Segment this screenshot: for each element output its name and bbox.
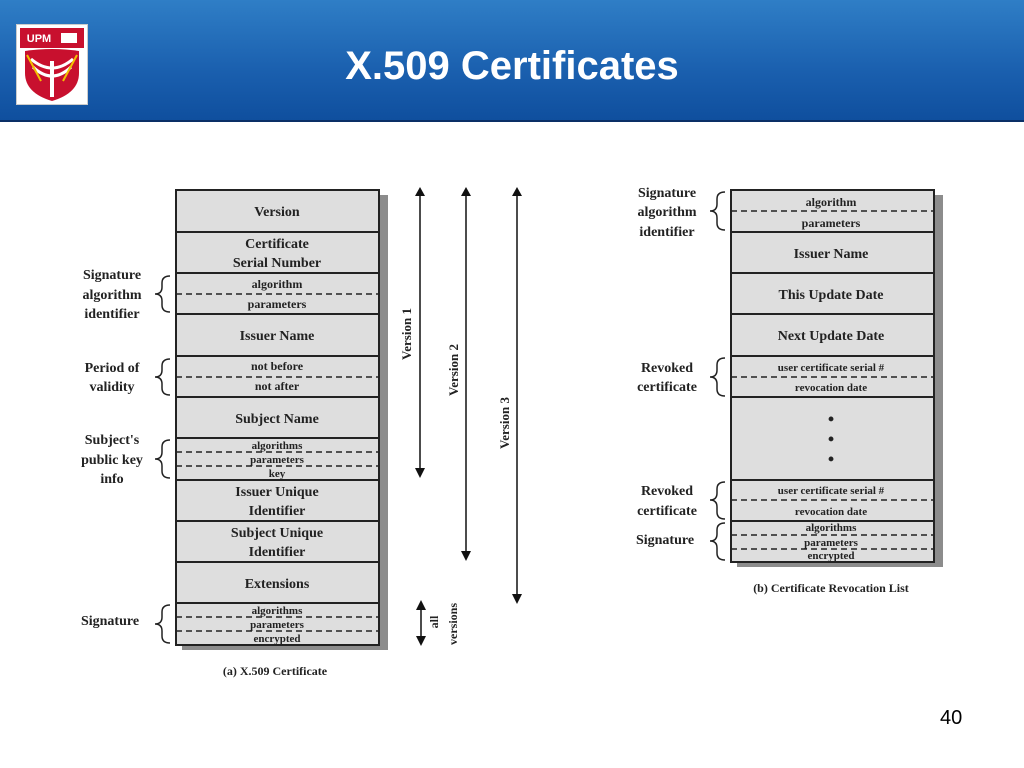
row-subject-uid-line2: Identifier: [249, 545, 306, 560]
row-not-after: not after: [255, 379, 300, 393]
row-not-before: not before: [251, 359, 304, 373]
label-signature: Signature: [81, 614, 139, 629]
crl-row-algorithm: algorithm: [806, 195, 857, 209]
logo-text: UPM: [27, 33, 51, 45]
row-serial-number-line1: Certificate: [245, 237, 309, 252]
crl-row-parameters: parameters: [802, 216, 861, 230]
crl-row-this-update: This Update Date: [778, 288, 883, 303]
label-all: all: [427, 615, 441, 628]
row-pk-key: key: [269, 468, 286, 480]
slide-header: UPM X.509 Certificates: [0, 0, 1024, 122]
row-extensions: Extensions: [245, 577, 310, 592]
row-sig-encrypted: encrypted: [253, 633, 300, 645]
crl-row-next-update: Next Update Date: [778, 329, 885, 344]
crl-row-sig-encrypted: encrypted: [807, 550, 854, 562]
row-sig-algorithms: algorithms: [252, 605, 303, 617]
caption-crl: (b) Certificate Revocation List: [753, 581, 909, 595]
crl-row-dot-2: •: [828, 429, 834, 449]
crl-label-sig-alg-line3: identifier: [639, 225, 694, 240]
label-period-line2: validity: [89, 380, 134, 395]
label-pubkey-line3: info: [100, 472, 123, 487]
crl-row-revocation-date-1: revocation date: [795, 382, 867, 394]
crl-label-revoked-2-line2: certificate: [637, 504, 697, 519]
row-subject-name: Subject Name: [235, 412, 319, 427]
crl-label-revoked-1-line2: certificate: [637, 380, 697, 395]
crl-label-signature: Signature: [636, 533, 694, 548]
row-pk-algorithms: algorithms: [252, 440, 303, 452]
page-number: 40: [940, 707, 963, 729]
label-version-2: Version 2: [446, 344, 461, 396]
row-algorithm: algorithm: [252, 277, 303, 291]
label-sig-alg-line2: algorithm: [82, 288, 141, 303]
row-subject-uid-line1: Subject Unique: [231, 526, 323, 541]
crl-row-user-serial-2: user certificate serial #: [778, 485, 885, 497]
crl-label-revoked-1-line1: Revoked: [641, 361, 693, 376]
label-versions: versions: [446, 603, 460, 645]
label-version-1: Version 1: [399, 308, 414, 360]
row-parameters: parameters: [248, 297, 307, 311]
slide-title: X.509 Certificates: [345, 44, 679, 88]
label-pubkey-line1: Subject's: [85, 433, 140, 448]
crl-label-sig-alg-line2: algorithm: [637, 205, 696, 220]
label-sig-alg-line1: Signature: [83, 268, 141, 283]
crl-row-issuer-name: Issuer Name: [794, 247, 869, 262]
crl-row-user-serial-1: user certificate serial #: [778, 362, 885, 374]
crl-row-revocation-date-2: revocation date: [795, 506, 867, 518]
row-issuer-name: Issuer Name: [240, 329, 315, 344]
label-sig-alg-line3: identifier: [84, 307, 139, 322]
label-version-3: Version 3: [497, 397, 512, 449]
upm-logo: UPM: [16, 24, 88, 105]
crl-row-dot-3: •: [828, 449, 834, 469]
label-pubkey-line2: public key: [81, 453, 143, 468]
x509-certificate-structure: Version Certificate Serial Number algori…: [81, 187, 522, 678]
row-sig-parameters: parameters: [250, 619, 304, 631]
row-issuer-uid-line2: Identifier: [249, 504, 306, 519]
crl-row-sig-parameters: parameters: [804, 537, 858, 549]
crl-structure: algorithm parameters Issuer Name This Up…: [636, 186, 943, 595]
row-issuer-uid-line1: Issuer Unique: [235, 485, 318, 500]
crl-label-revoked-2-line1: Revoked: [641, 484, 693, 499]
caption-x509-certificate: (a) X.509 Certificate: [223, 664, 328, 678]
crl-row-sig-algorithms: algorithms: [806, 522, 857, 534]
crl-label-sig-alg-line1: Signature: [638, 186, 696, 201]
row-pk-parameters: parameters: [250, 454, 304, 466]
row-version: Version: [254, 205, 300, 220]
row-serial-number-line2: Serial Number: [233, 256, 321, 271]
label-period-line1: Period of: [85, 361, 140, 376]
crl-row-dot-1: •: [828, 409, 834, 429]
